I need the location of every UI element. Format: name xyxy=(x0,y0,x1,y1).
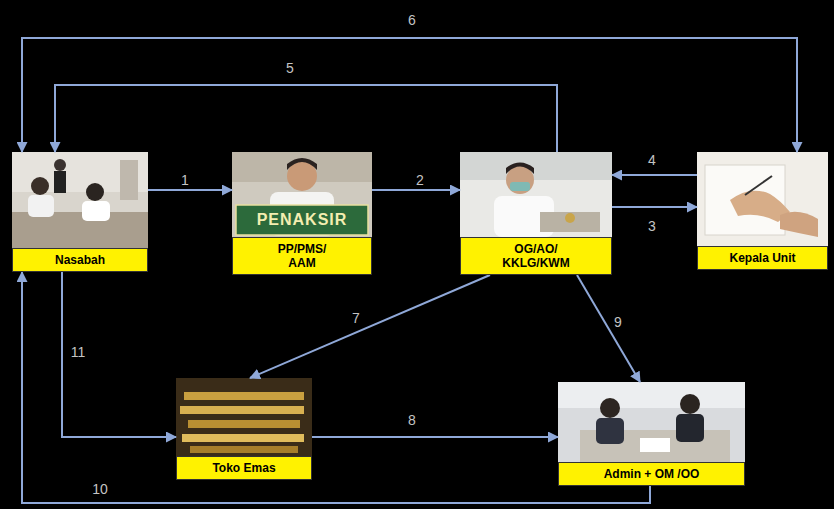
gold-shop-photo xyxy=(176,378,312,456)
flow-arrow xyxy=(312,436,558,438)
signing-photo xyxy=(697,152,828,246)
flow-arrow xyxy=(577,275,640,382)
yellow-label: PP/PMS/ AAM xyxy=(232,237,372,275)
yellow-label: Nasabah xyxy=(12,248,148,272)
process-box: Kepala Unit xyxy=(697,152,828,270)
process-box: Toko Emas xyxy=(176,378,312,480)
photo-area xyxy=(697,152,828,246)
flow-arrow xyxy=(22,38,797,152)
step-number: 10 xyxy=(90,481,110,497)
photo-area xyxy=(12,152,148,248)
yellow-label: Admin + OM /OO xyxy=(558,462,745,486)
step-number: 2 xyxy=(414,172,426,188)
node-text: Admin + OM /OO xyxy=(604,467,700,481)
photo-area xyxy=(558,382,745,462)
step-number: 7 xyxy=(350,310,362,326)
node-text: Nasabah xyxy=(55,253,105,267)
step-number: 8 xyxy=(406,412,418,428)
photo-area xyxy=(176,378,312,456)
process-box: Nasabah xyxy=(12,152,148,272)
node-text: PP/PMS/ AAM xyxy=(269,242,335,270)
step-number: 5 xyxy=(284,60,296,76)
yellow-label: OG/AO/ KKLG/KWM xyxy=(460,237,612,275)
flow-arrow xyxy=(55,85,557,152)
process-box: Admin + OM /OO xyxy=(558,382,745,486)
yellow-label: Kepala Unit xyxy=(697,246,828,270)
officer-photo xyxy=(460,152,612,237)
process-box: OG/AO/ KKLG/KWM xyxy=(460,152,612,275)
flow-arrow xyxy=(62,272,176,437)
step-number: 6 xyxy=(406,12,418,28)
step-number: 11 xyxy=(69,344,88,360)
flow-arrow xyxy=(250,275,490,378)
step-number: 9 xyxy=(612,314,624,330)
flow-arrow xyxy=(612,174,697,176)
node-text: Toko Emas xyxy=(212,461,275,475)
sign-text: PENAKSIR xyxy=(238,207,366,233)
flow-arrow xyxy=(612,206,697,208)
node-text: Kepala Unit xyxy=(729,251,795,265)
admin-photo xyxy=(558,382,745,462)
flow-arrow xyxy=(372,189,460,191)
appraiser-photo xyxy=(232,152,372,237)
step-number: 4 xyxy=(646,152,658,168)
flow-arrow xyxy=(148,189,232,191)
photo-area xyxy=(460,152,612,237)
node-text: OG/AO/ KKLG/KWM xyxy=(494,242,578,270)
flow-arrow xyxy=(22,272,650,503)
yellow-label: Toko Emas xyxy=(176,456,312,480)
step-number: 3 xyxy=(646,218,658,234)
step-number: 1 xyxy=(179,172,191,188)
customer-photo xyxy=(12,152,148,248)
